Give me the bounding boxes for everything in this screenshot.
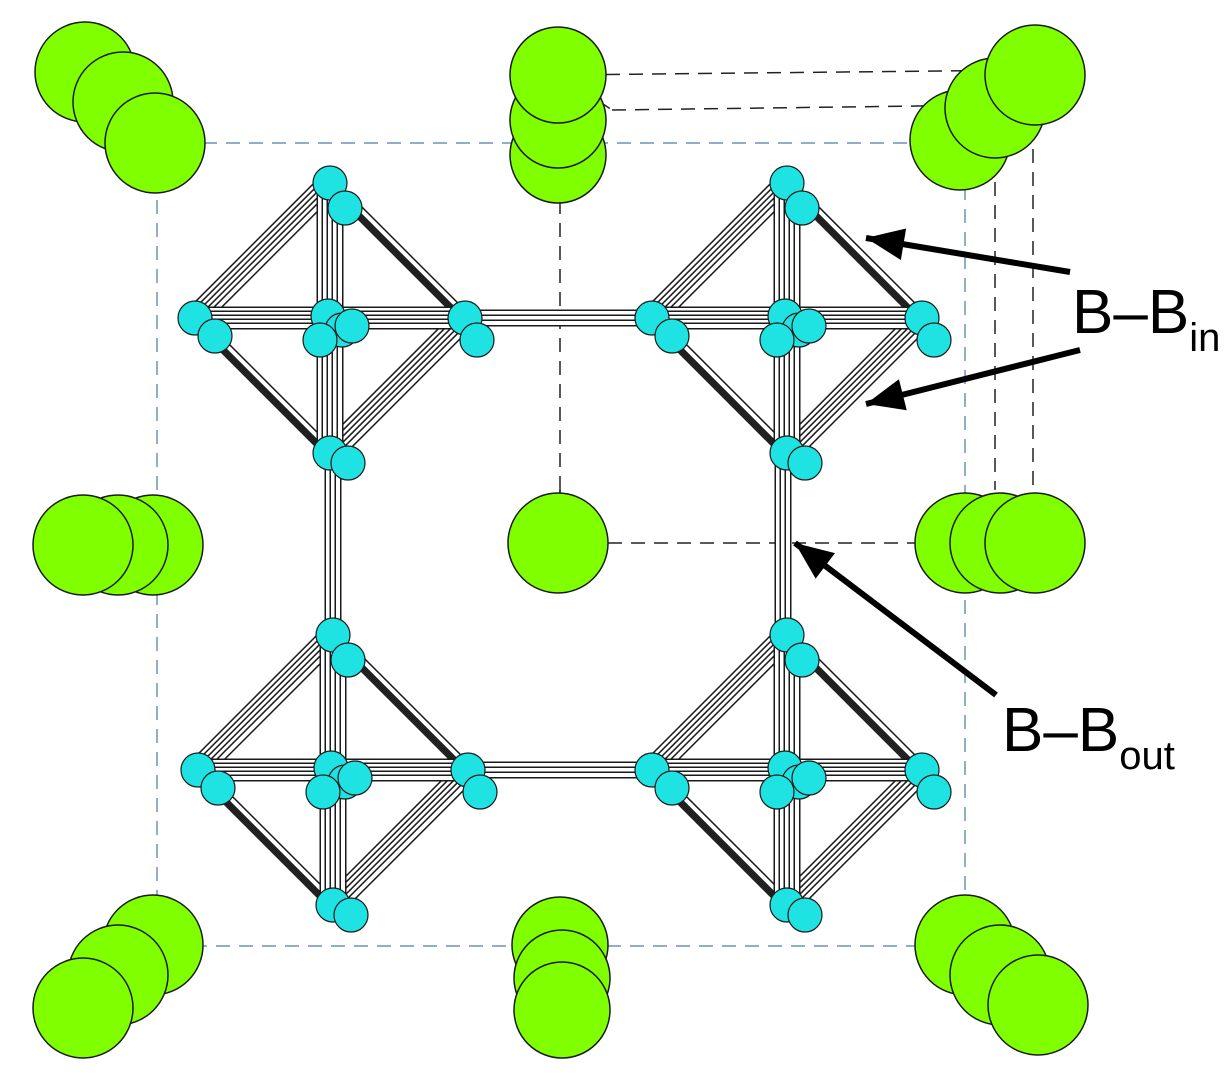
boron-atom <box>916 322 952 358</box>
metal-atoms <box>32 21 1089 1059</box>
bond <box>331 768 470 907</box>
label-bb-out-main: B–B <box>1002 696 1120 765</box>
arrows <box>793 228 1081 698</box>
boron-atom <box>784 642 820 678</box>
cell-outline-mid <box>611 104 996 490</box>
arrow-head <box>866 379 907 411</box>
label-bb-out-sub: out <box>1119 734 1175 778</box>
bond <box>789 318 928 457</box>
bond <box>185 177 324 316</box>
bond <box>328 316 467 455</box>
boron-atom <box>462 774 498 810</box>
arrow-head <box>795 543 835 579</box>
bond <box>650 633 789 772</box>
arrow-head <box>866 228 907 261</box>
metal-atom <box>507 492 609 594</box>
bond <box>793 772 932 911</box>
bond <box>320 312 459 451</box>
bond <box>777 764 916 903</box>
boron-atom <box>200 770 236 806</box>
bond <box>197 183 336 322</box>
label-bb-in: B–Bin <box>1072 282 1220 359</box>
bond <box>201 185 340 324</box>
metal-atom <box>32 957 134 1059</box>
boron-atom <box>302 322 338 358</box>
boron-atom <box>305 774 341 810</box>
label-bb-in-sub: in <box>1189 316 1221 360</box>
boron-atom <box>334 308 370 344</box>
bond <box>642 177 781 316</box>
bond <box>189 179 328 318</box>
bond <box>642 629 781 768</box>
bond <box>324 314 463 453</box>
boron-atom <box>330 445 366 481</box>
metal-atom <box>513 961 611 1059</box>
arrow-shaft <box>793 540 998 698</box>
bond <box>654 635 793 774</box>
boron-atom <box>916 774 952 810</box>
metal-atom <box>32 494 134 596</box>
bond <box>789 770 928 909</box>
bond <box>654 183 793 322</box>
bond <box>323 764 462 903</box>
metal-atom <box>984 24 1086 126</box>
bond <box>327 766 466 905</box>
metal-atom <box>104 92 206 194</box>
bond <box>204 637 343 776</box>
bond <box>193 181 332 320</box>
bond <box>658 185 797 324</box>
bond <box>785 316 924 455</box>
bond <box>777 312 916 451</box>
boron-atom <box>787 897 823 933</box>
boron-atom <box>197 318 233 354</box>
bond <box>781 766 920 905</box>
bond <box>781 314 920 453</box>
metal-atom <box>987 954 1089 1056</box>
boron-atom <box>327 190 363 226</box>
metal-atom <box>984 492 1086 594</box>
bond <box>646 179 785 318</box>
boron-atom <box>333 897 369 933</box>
boron-atom <box>759 322 795 358</box>
bond <box>200 635 339 774</box>
label-bb-out: B–Bout <box>1002 700 1175 777</box>
label-bb-in-main: B–B <box>1072 278 1190 347</box>
boron-atom <box>459 322 495 358</box>
boron-atom <box>787 445 823 481</box>
bond <box>658 637 797 776</box>
unit-cell-outlines <box>156 69 1034 947</box>
boron-atom <box>791 760 827 796</box>
bond <box>339 772 478 911</box>
bond <box>196 633 335 772</box>
boron-atom <box>759 774 795 810</box>
boron-atom <box>784 190 820 226</box>
bond <box>188 629 327 768</box>
boron-atom <box>330 642 366 678</box>
bond <box>650 181 789 320</box>
bond <box>192 631 331 770</box>
boron-atom <box>654 770 690 806</box>
bond <box>646 631 785 770</box>
boron-atom <box>654 318 690 354</box>
metal-atom <box>509 26 607 124</box>
bond <box>332 318 471 457</box>
bond <box>335 770 474 909</box>
boron-atoms <box>177 165 952 933</box>
boron-atom <box>337 760 373 796</box>
boron-atom <box>791 308 827 344</box>
bond <box>336 320 475 459</box>
bond <box>793 320 932 459</box>
bond <box>785 768 924 907</box>
